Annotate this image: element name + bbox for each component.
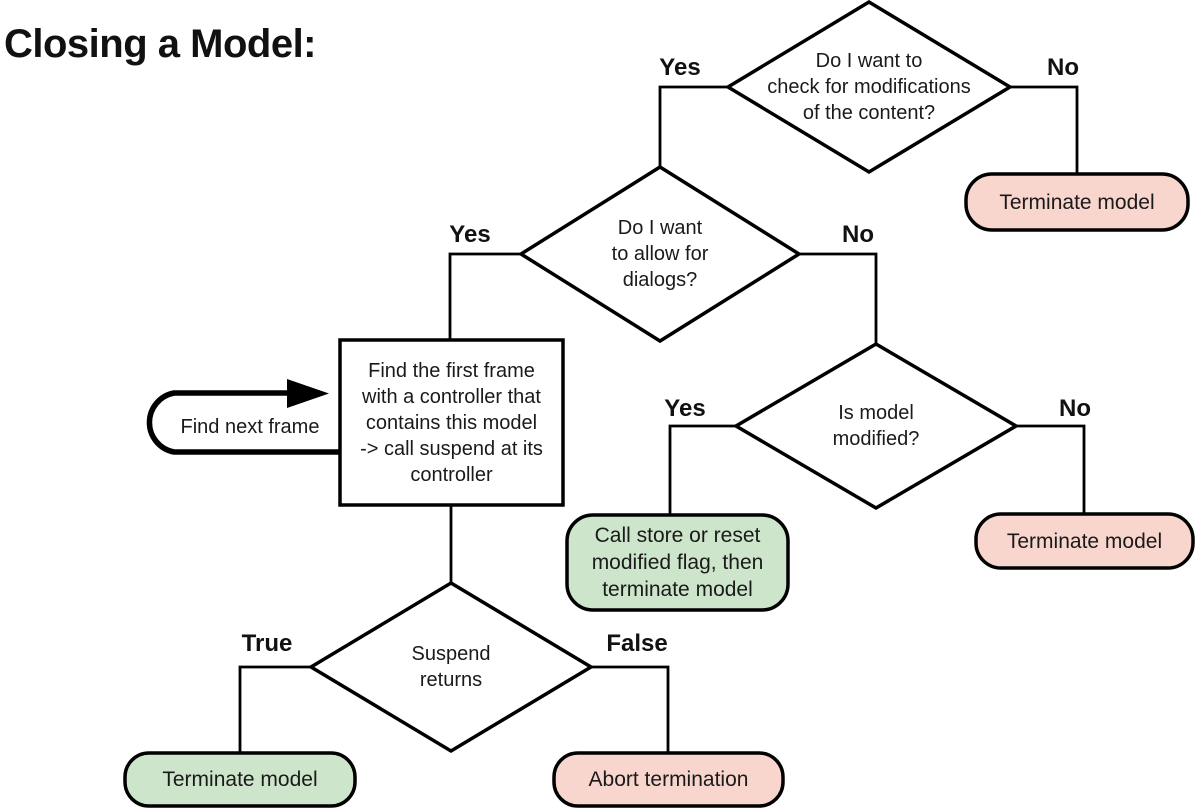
loop-arrow-line (146, 390, 340, 455)
terminal-store-reset-text: Call store or reset modified flag, then … (591, 524, 764, 601)
branch-label-d3-no: No (1059, 395, 1091, 422)
branch-label-d2-no: No (842, 221, 874, 248)
loop-arrowhead-icon (287, 379, 329, 408)
decision-suspend-returns-shape (307, 580, 595, 754)
decision-is-modified-shape (732, 341, 1020, 511)
connector-d3-no (1016, 424, 1086, 514)
decision-check-modifications-shape (724, 0, 1014, 175)
terminal-abort-shape (552, 751, 785, 808)
terminal-terminate-bottom-text: Terminate model (162, 768, 318, 791)
connector-d4-false (591, 665, 670, 753)
decision-allow-dialogs-shape (517, 164, 803, 344)
loop-label: Find next frame (180, 416, 320, 438)
process-find-frame-text: Find the first frame with a controller t… (360, 359, 543, 486)
branch-label-d2-yes: Yes (449, 221, 491, 248)
decision-suspend-returns-text: Suspend returns (411, 643, 491, 691)
terminal-terminate-bottom-shape (123, 751, 357, 808)
terminal-abort-text: Abort termination (588, 768, 749, 791)
decision-is-modified-text: Is model modified? (832, 402, 920, 450)
connector-d1-no (1010, 85, 1079, 174)
connector-d2-yes (448, 252, 521, 340)
terminal-terminate-right-shape (974, 512, 1195, 570)
terminal-terminate-top-shape (964, 172, 1190, 232)
terminal-store-reset-shape (565, 513, 790, 612)
terminal-terminate-right-text: Terminate model (1006, 529, 1163, 553)
connector-d1-yes (658, 85, 728, 167)
connector-d2-no (799, 252, 878, 344)
branch-label-d1-yes: Yes (659, 54, 701, 81)
branch-label-d4-true: True (241, 630, 293, 657)
branch-label-d4-false: False (606, 630, 668, 657)
page-title: Closing a Model: (4, 22, 317, 66)
decision-allow-dialogs-text: Do I want to allow for dialogs? (611, 217, 709, 291)
terminal-terminate-top-text: Terminate model (999, 190, 1155, 214)
branch-label-d3-yes: Yes (664, 395, 706, 422)
branch-label-d1-no: No (1047, 54, 1079, 81)
process-find-frame-shape (338, 338, 565, 507)
connector-d3-yes (668, 424, 736, 515)
decision-check-modifications-text: Do I want to check for modifications of … (767, 50, 971, 124)
connector-d4-true (238, 665, 311, 753)
